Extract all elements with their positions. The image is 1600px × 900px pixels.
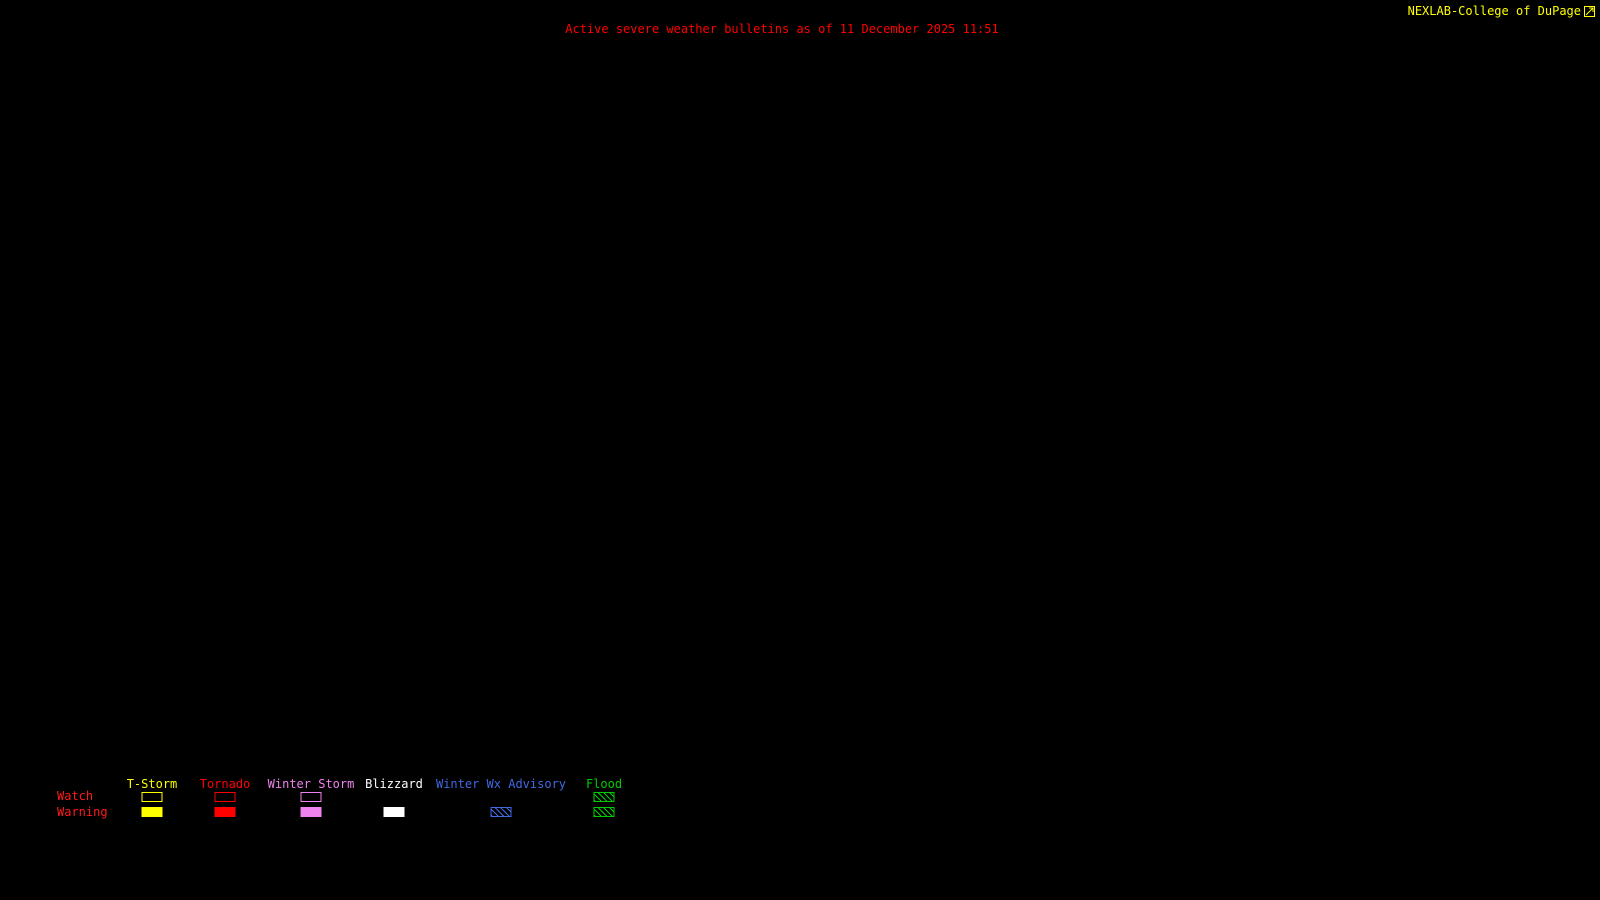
legend-row-watch-label: Watch: [57, 789, 94, 803]
legend-column-label: T-Storm: [126, 777, 178, 791]
tornado-watch-swatch: [214, 792, 236, 802]
legend-column-flood: Flood: [529, 777, 679, 817]
flood-warning-swatch: [593, 807, 615, 817]
page-title: Active severe weather bulletins as of 11…: [565, 22, 999, 36]
brand-label: NEXLAB-College of DuPage: [1407, 4, 1581, 18]
legend: Watch Warning T-Storm Tornado Winter Storm…: [0, 778, 720, 820]
t-storm-warning-swatch: [141, 807, 163, 817]
legend-column-t-storm: T-Storm: [77, 777, 227, 817]
legend-column-label: Winter Wx Advisory: [435, 777, 567, 791]
flood-watch-swatch: [593, 792, 615, 802]
legend-column-tornado: Tornado: [150, 777, 300, 817]
winter-storm-warning-swatch: [300, 807, 322, 817]
legend-row-warning-label: Warning: [57, 805, 108, 819]
legend-column-label: Winter Storm: [267, 777, 355, 791]
t-storm-watch-swatch: [141, 792, 163, 802]
legend-columns: T-Storm Tornado Winter Storm Blizzard Winter…: [0, 778, 720, 820]
blizzard-warning-swatch: [383, 807, 405, 817]
brand: NEXLAB-College of DuPage: [1408, 4, 1595, 18]
nexlab-logo-icon: [1584, 5, 1595, 18]
winter-storm-watch-swatch: [300, 792, 322, 802]
legend-column-winter-wx-advisory: Winter Wx Advisory: [426, 777, 576, 817]
legend-column-blizzard: Blizzard: [319, 777, 469, 817]
legend-column-label: Flood: [585, 777, 623, 791]
winter-wx-advisory-warning-swatch: [490, 807, 512, 817]
legend-column-winter-storm: Winter Storm: [236, 777, 386, 817]
legend-column-label: Blizzard: [365, 777, 423, 791]
tornado-warning-swatch: [214, 807, 236, 817]
legend-column-label: Tornado: [199, 777, 251, 791]
